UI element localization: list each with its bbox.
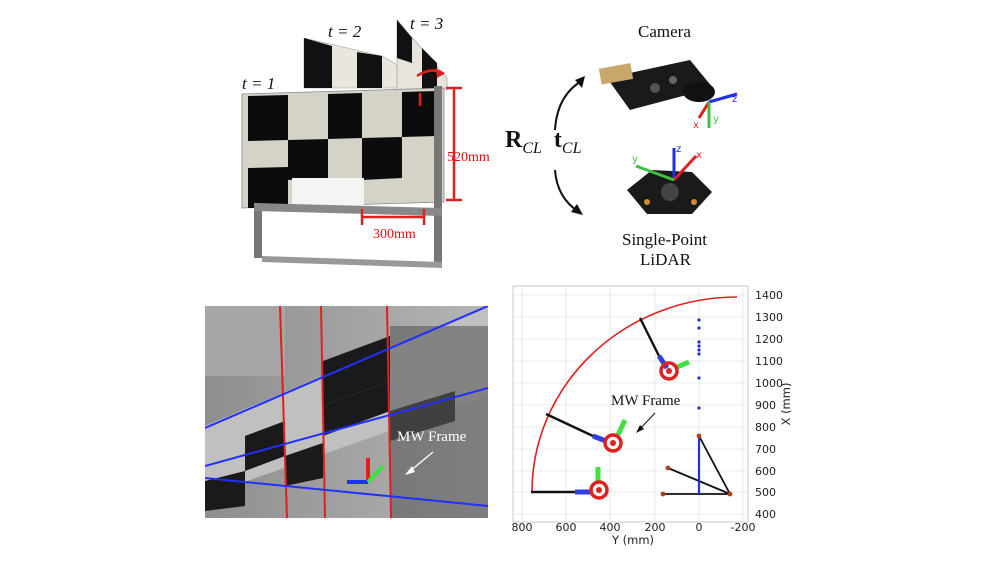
rotation-subscript: CL: [522, 139, 542, 157]
x-tick-800: 800: [512, 521, 533, 534]
time-label-2: t = 2: [328, 22, 362, 41]
camera-x-axis-label: x: [693, 120, 699, 131]
translation-subscript: CL: [561, 139, 582, 157]
x-axis-title: Y (mm): [611, 533, 654, 547]
y-tick-1200: 1200: [755, 333, 783, 346]
lidar-board-illustration: z x y: [627, 144, 712, 214]
y-tick-400: 400: [755, 508, 776, 521]
camera-device-image: z x y: [595, 48, 745, 133]
time-label-1: t = 1: [242, 74, 276, 93]
transform-formula: RCL tCL: [505, 127, 582, 158]
y-tick-600: 600: [755, 465, 776, 478]
camera-z-axis-label: z: [732, 94, 737, 105]
y-tick-800: 800: [755, 421, 776, 434]
lidar-x-axis-label: x: [696, 150, 702, 161]
rotation-symbol: R: [505, 127, 523, 153]
checkerboard-photo: [232, 18, 500, 272]
camera-y-axis-label: y: [713, 114, 719, 125]
camera-board-illustration: z x y: [598, 60, 738, 131]
lidar-y-axis-label: y: [632, 154, 638, 165]
camera-label: Camera: [638, 22, 691, 41]
time-label-3: t = 3: [410, 14, 444, 33]
line-detection-image: MW Frame: [205, 306, 488, 518]
y-tick-500: 500: [755, 486, 776, 499]
x-tick-600: 600: [556, 521, 577, 534]
lidar-z-axis-label: z: [676, 144, 681, 155]
y-tick-1400: 1400: [755, 289, 783, 302]
mw-frame-label-image: MW Frame: [397, 429, 467, 445]
x-tick-neg200: -200: [731, 521, 756, 534]
height-dimension-label: 520mm: [447, 150, 490, 165]
y-tick-1300: 1300: [755, 311, 783, 324]
line-detection-illustration: [205, 306, 488, 518]
lidar-device-image: z x y: [612, 140, 722, 225]
y-tick-1000: 1000: [755, 377, 783, 390]
mw-frame-label-plot: MW Frame: [611, 393, 681, 409]
y-tick-1100: 1100: [755, 355, 783, 368]
x-tick-200: 200: [645, 521, 666, 534]
y-axis-title: X (mm): [779, 383, 793, 426]
lidar-label-line1: Single-Point: [622, 230, 708, 249]
x-tick-0: 0: [696, 521, 703, 534]
translation-symbol: t: [553, 127, 562, 153]
x-tick-400: 400: [600, 521, 621, 534]
y-tick-700: 700: [755, 443, 776, 456]
lidar-label-line2: LiDAR: [640, 250, 691, 269]
y-tick-900: 900: [755, 399, 776, 412]
frame-plot: 800 600 400 200 0 -200 1400 1300 1200 11…: [505, 280, 795, 550]
width-dimension-label: 300mm: [373, 227, 416, 242]
transform-arrows: [554, 76, 585, 215]
frame-plot-svg: 800 600 400 200 0 -200 1400 1300 1200 11…: [512, 285, 793, 547]
checkerboard-illustration: [241, 19, 462, 268]
